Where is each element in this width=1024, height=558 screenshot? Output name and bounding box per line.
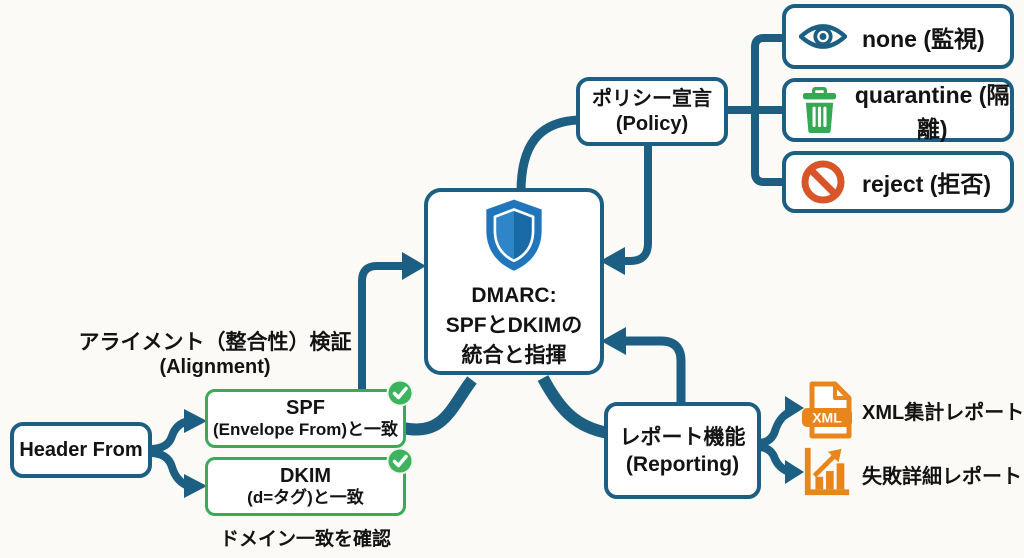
arrowhead-into-fail-report (785, 460, 804, 484)
xml-file-icon: XML (799, 381, 855, 444)
dmarc-node: DMARC: SPFとDKIMの 統合と指揮 (424, 188, 604, 375)
spf-check-node: SPF (Envelope From)と一致 (205, 379, 414, 448)
policy-title-ja: ポリシー宣言 (592, 87, 712, 110)
check-circle-icon (386, 447, 414, 480)
dkim-check-subtitle: (d=タグ)と一致 (247, 488, 364, 507)
policy-option-quarantine: quarantine (隔離) (782, 78, 1014, 142)
line-reporting-to-chart (757, 443, 791, 476)
policy-title-en: (Policy) (615, 112, 689, 135)
spf-check-subtitle: (Envelope From)と一致 (212, 420, 399, 439)
line-policy-to-dmarc (624, 144, 652, 265)
reporting-title-ja: レポート機能 (619, 425, 746, 449)
trash-icon (799, 86, 839, 134)
dkim-check-title: DKIM (279, 465, 332, 487)
line-policy-options-bracket (751, 34, 782, 186)
policy-option-none: none (監視) (782, 4, 1014, 69)
arrowhead-into-spf (184, 409, 207, 433)
line-reporting-to-dmarc (626, 336, 686, 404)
line-headerfrom-to-dkim (149, 449, 190, 490)
arrowhead-into-xml-report (785, 396, 804, 420)
dmarc-title-line-1: DMARC: (471, 283, 557, 307)
line-headerfrom-to-spf (149, 417, 190, 453)
arrowhead-into-dkim (184, 474, 207, 498)
swoosh-spf-to-dmarc (401, 376, 477, 436)
header-from-node: Header From (10, 422, 152, 478)
spf-check-title: SPF (286, 397, 325, 419)
alignment-heading: アライメント（整合性）検証 (Alignment) (30, 330, 400, 379)
bar-chart-icon (801, 444, 853, 505)
eye-icon (799, 21, 847, 52)
shield-icon (481, 195, 547, 279)
reporting-node: レポート機能 (Reporting) (604, 402, 761, 499)
dmarc-title-line-2: SPFとDKIMの (445, 313, 583, 337)
xml-badge-text: XML (812, 410, 842, 426)
line-spf-to-dmarc (358, 262, 404, 392)
line-dmarc-to-policy (516, 115, 579, 193)
reporting-title-en: (Reporting) (625, 452, 740, 476)
dmarc-title-line-3: 統合と指揮 (461, 343, 567, 367)
policy-option-none-label: none (監視) (862, 25, 985, 52)
xml-report-label: XML集計レポート (862, 402, 1024, 424)
swoosh-dmarc-to-reporting (537, 375, 610, 439)
line-reporting-to-xml (757, 408, 792, 447)
arrowhead-reporting-into-dmarc (601, 327, 626, 355)
policy-option-reject: reject (拒否) (782, 151, 1014, 213)
arrowhead-into-dmarc-left (402, 252, 426, 280)
check-circle-icon (386, 379, 414, 412)
prohibition-icon (799, 159, 847, 205)
arrowhead-policy-into-dmarc (600, 247, 625, 275)
domain-match-note: ドメイン一致を確認 (219, 529, 391, 550)
dkim-check-node: DKIM (d=タグ)と一致 (205, 447, 414, 516)
alignment-heading-en: (Alignment) (159, 356, 271, 378)
policy-option-reject-label: reject (拒否) (862, 171, 992, 197)
alignment-heading-ja: アライメント（整合性）検証 (78, 331, 352, 354)
policy-option-quarantine-label: quarantine (隔離) (854, 82, 1010, 142)
failure-report-label: 失敗詳細レポート (862, 466, 1022, 488)
policy-node: ポリシー宣言 (Policy) (576, 77, 728, 146)
header-from-label: Header From (19, 438, 143, 461)
